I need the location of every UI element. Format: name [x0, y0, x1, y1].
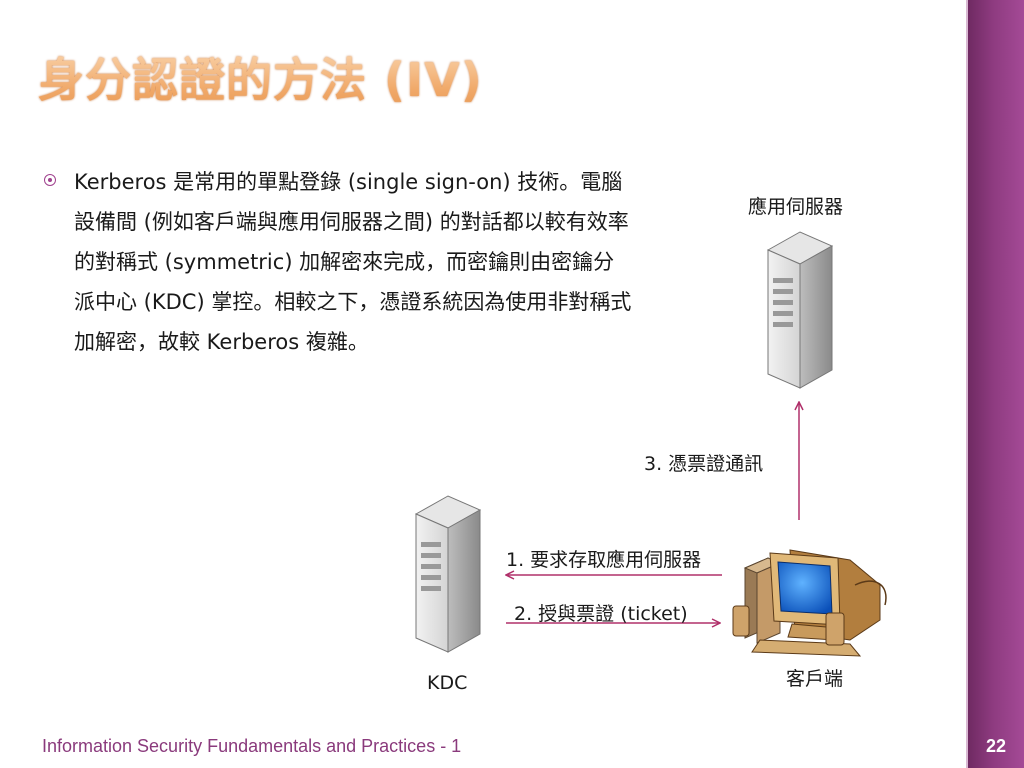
slide-title: 身分認證的方法 (IV): [38, 44, 483, 110]
bullet-point: Kerberos 是常用的單點登錄 (single sign-on) 技術。電腦…: [44, 162, 634, 362]
kdc-label: KDC: [427, 672, 468, 694]
app-server-label: 應用伺服器: [748, 196, 844, 218]
bullet-text: Kerberos 是常用的單點登錄 (single sign-on) 技術。電腦…: [74, 170, 632, 354]
client-label: 客戶端: [786, 668, 844, 690]
step3-label: 3. 憑票證通訊: [644, 453, 764, 475]
bullet-circle-icon: [44, 174, 56, 186]
kdc-server-icon: [414, 495, 482, 653]
page-number: 22: [985, 736, 1006, 756]
footer-text: Information Security Fundamentals and Pr…: [42, 736, 462, 756]
step2-label: 2. 授與票證 (ticket): [514, 603, 688, 625]
app-server-icon: [766, 231, 834, 389]
step1-label: 1. 要求存取應用伺服器: [506, 549, 702, 571]
side-divider-line: [966, 0, 968, 768]
client-computer-icon: [732, 549, 887, 657]
side-decoration-bar: [968, 0, 1024, 768]
